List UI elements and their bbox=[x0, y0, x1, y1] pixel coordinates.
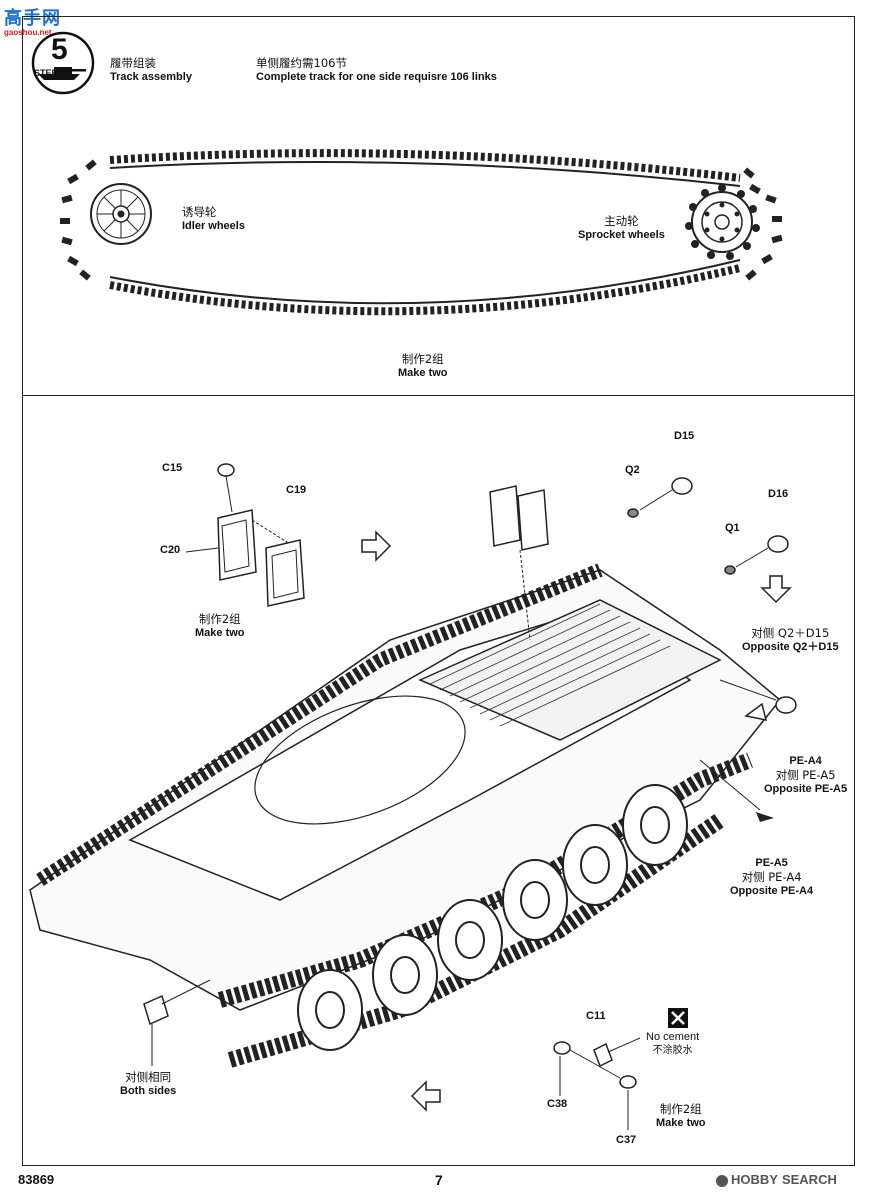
both-sides-label: 对侧相同 Both sides bbox=[120, 1070, 176, 1098]
jerry-can-group bbox=[185, 463, 305, 607]
part-d15: D15 bbox=[674, 430, 695, 442]
step-title: 履带组装 Track assembly bbox=[110, 56, 192, 84]
step-title-en: Track assembly bbox=[110, 71, 192, 83]
track-link-note-en: Complete track for one side requisre 106… bbox=[256, 71, 497, 83]
pe-a5-zh: 对侧 PE-A4 bbox=[741, 870, 802, 884]
part-c38: C38 bbox=[547, 1098, 568, 1110]
cans-make-two: 制作2组 Make two bbox=[195, 612, 245, 640]
sprocket-label-en: Sprocket wheels bbox=[578, 229, 665, 241]
part-q2: Q2 bbox=[625, 464, 640, 476]
sprocket-wheel bbox=[685, 184, 760, 260]
bottom-make-zh: 制作2组 bbox=[659, 1102, 702, 1116]
opposite-q2-d15-zh: 对侧 Q2＋D15 bbox=[751, 626, 830, 640]
both-sides-zh: 对侧相同 bbox=[125, 1070, 172, 1084]
both-sides-en: Both sides bbox=[120, 1085, 177, 1097]
pe-a4-label: PE-A4 对侧 PE-A5 Opposite PE-A5 bbox=[764, 754, 847, 796]
track-make-two: 制作2组 Make two bbox=[398, 352, 448, 380]
bottom-make-two: 制作2组 Make two bbox=[656, 1102, 706, 1130]
pe-a5-label: PE-A5 对侧 PE-A4 Opposite PE-A4 bbox=[730, 856, 813, 898]
watermark-rest-text: SEARCH bbox=[781, 1172, 837, 1187]
part-q1: Q1 bbox=[725, 522, 740, 534]
sprocket-wheel-label: 主动轮 Sprocket wheels bbox=[578, 214, 665, 242]
track-make-zh: 制作2组 bbox=[401, 352, 444, 366]
idler-label-zh: 诱导轮 bbox=[182, 205, 217, 219]
track-loop-drawing bbox=[60, 149, 783, 316]
no-cement-label: No cement 不涂胶水 bbox=[646, 1030, 699, 1058]
sprocket-label-zh: 主动轮 bbox=[604, 214, 639, 228]
step-number: 5 bbox=[51, 33, 68, 66]
top-panel bbox=[22, 16, 855, 396]
pe-a4-zh: 对侧 PE-A5 bbox=[775, 768, 836, 782]
watermark-cn-text: 高手网 bbox=[4, 8, 61, 29]
road-wheels bbox=[297, 784, 688, 1051]
part-c37: C37 bbox=[616, 1134, 637, 1146]
part-d16: D16 bbox=[768, 488, 789, 500]
part-c11: C11 bbox=[586, 1010, 606, 1022]
watermark-logo-top: 高手网 gaoshou.net bbox=[4, 4, 61, 37]
opposite-q2-d15-en: Opposite Q2＋D15 bbox=[742, 641, 839, 653]
no-cement-icon bbox=[668, 1008, 688, 1028]
pe-a5-title: PE-A5 bbox=[755, 857, 788, 869]
pe-a5-en: Opposite PE-A4 bbox=[730, 885, 814, 897]
track-link-note-zh: 单侧履约需106节 bbox=[256, 56, 347, 70]
track-link-note: 单侧履约需106节 Complete track for one side re… bbox=[256, 56, 497, 84]
bottom-make-en: Make two bbox=[656, 1117, 706, 1129]
watermark-domain-text: gaoshou.net bbox=[4, 28, 52, 37]
no-cement-en: No cement bbox=[646, 1031, 700, 1043]
no-cement-zh: 不涂胶水 bbox=[652, 1045, 693, 1056]
cans-make-zh: 制作2组 bbox=[198, 612, 241, 626]
pe-a4-title: PE-A4 bbox=[789, 755, 822, 767]
step-title-zh: 履带组装 bbox=[110, 56, 156, 70]
track-make-en: Make two bbox=[398, 367, 448, 379]
part-c19: C19 bbox=[286, 484, 307, 496]
bottom-panel bbox=[22, 396, 855, 1166]
opposite-q2-d15-label: 对侧 Q2＋D15 Opposite Q2＋D15 bbox=[742, 626, 839, 654]
step-label: STEP bbox=[34, 68, 58, 78]
watermark-brand-text: HOBBY bbox=[731, 1172, 778, 1187]
part-c15: C15 bbox=[162, 462, 183, 474]
cans-make-en: Make two bbox=[195, 627, 245, 639]
step-badge-circle bbox=[31, 31, 95, 95]
idler-label-en: Idler wheels bbox=[182, 220, 245, 232]
tank-hull bbox=[29, 569, 782, 1011]
page-number: 7 bbox=[435, 1172, 443, 1188]
idler-wheel-label: 诱导轮 Idler wheels bbox=[182, 205, 245, 233]
idler-wheel bbox=[90, 183, 152, 245]
watermark-hobby-mark bbox=[716, 1174, 728, 1187]
part-c20: C20 bbox=[160, 544, 181, 556]
step-badge: 5 STEP bbox=[30, 30, 96, 96]
pe-a4-en: Opposite PE-A5 bbox=[764, 783, 848, 795]
kit-code: 83869 bbox=[18, 1172, 55, 1187]
